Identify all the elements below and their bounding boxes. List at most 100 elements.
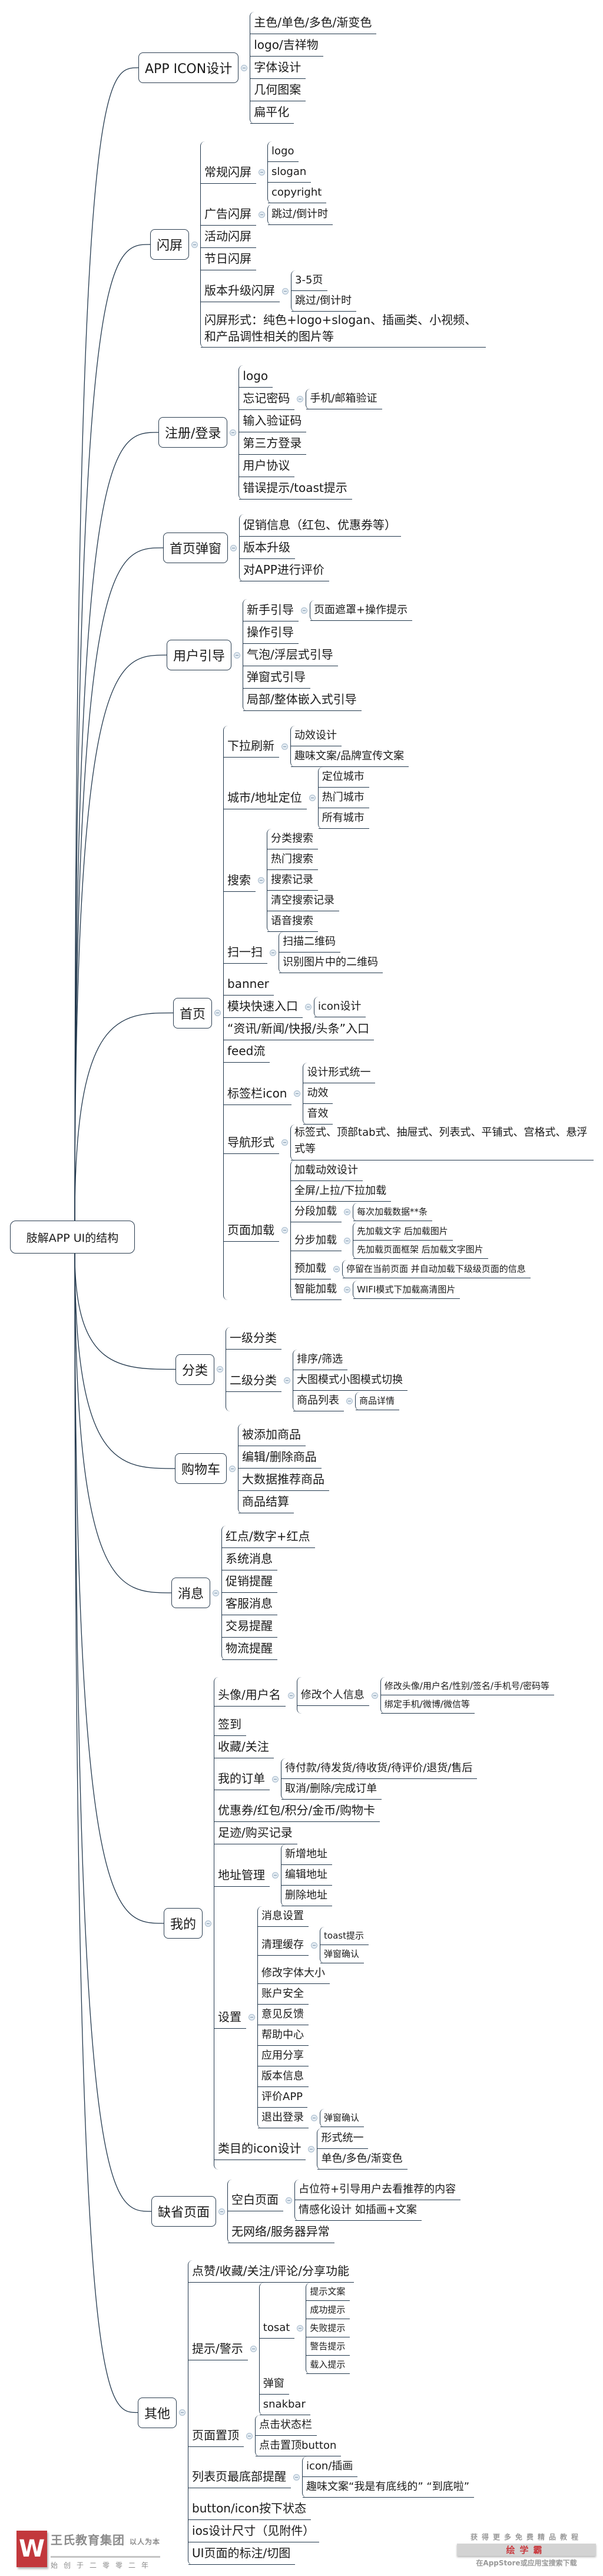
topic-label[interactable]: 用户协议 (239, 455, 295, 477)
topic-label[interactable]: 待付款/待发货/待收货/待评价/退货/售后 (281, 1758, 478, 1779)
topic-label[interactable]: 消息设置 (258, 1906, 309, 1927)
collapse-icon[interactable] (344, 1237, 351, 1244)
topic-label[interactable]: logo (239, 365, 273, 388)
branch-topic[interactable]: 首页弹窗 (163, 533, 228, 563)
topic-label[interactable]: icon设计 (314, 997, 366, 1017)
topic-label[interactable]: 局部/整体嵌入式引导 (243, 689, 362, 711)
topic-label[interactable]: 热门城市 (318, 788, 369, 808)
collapse-icon[interactable] (293, 2474, 300, 2481)
collapse-icon[interactable] (287, 1692, 294, 1699)
topic-label[interactable]: 足迹/购买记录 (214, 1822, 297, 1844)
topic-label[interactable]: 先加载页面框架 后加载文字图片 (353, 1241, 488, 1259)
collapse-icon[interactable] (179, 2409, 186, 2416)
collapse-icon[interactable] (234, 652, 241, 659)
collapse-icon[interactable] (229, 1465, 236, 1472)
branch-topic[interactable]: 分类 (175, 1354, 215, 1385)
topic-label[interactable]: 所有城市 (318, 808, 369, 829)
topic-label[interactable]: 交易提醒 (222, 1615, 278, 1638)
topic-label[interactable]: 意见反馈 (258, 2005, 309, 2025)
topic-label[interactable]: 标签式、顶部tab式、抽屉式、列表式、平铺式、宫格式、悬浮式等 (291, 1125, 594, 1160)
topic-label[interactable]: 红点/数字+红点 (222, 1526, 315, 1548)
topic-label[interactable]: 3-5页 (291, 270, 328, 291)
topic-label[interactable]: slogan (268, 162, 312, 183)
topic-label[interactable]: 版本信息 (258, 2066, 309, 2087)
topic-label[interactable]: ios设计尺寸（见附件） (188, 2520, 320, 2542)
topic-label[interactable]: 物流提醒 (222, 1638, 278, 1660)
topic-label[interactable]: 点赞/收藏/关注/评论/分享功能 (188, 2260, 354, 2283)
topic-label[interactable]: 分类搜索 (267, 829, 319, 849)
topic-label[interactable]: 热门搜索 (267, 849, 319, 870)
topic-label[interactable]: 促销提醒 (222, 1570, 278, 1593)
topic-label[interactable]: 点击置顶button (256, 2436, 342, 2456)
topic-label[interactable]: 帮助中心 (258, 2025, 309, 2046)
branch-topic[interactable]: 注册/登录 (158, 417, 228, 448)
collapse-icon[interactable] (214, 1010, 221, 1016)
topic-label[interactable]: 下拉刷新 (224, 735, 280, 758)
topic-label[interactable]: 单色/多色/渐变色 (317, 2149, 407, 2170)
topic-label[interactable]: 新手引导 (243, 599, 299, 621)
topic-label[interactable]: 评价APP (258, 2087, 308, 2108)
collapse-icon[interactable] (230, 544, 237, 551)
collapse-icon[interactable] (230, 429, 237, 436)
topic-label[interactable]: copyright (268, 183, 327, 203)
branch-topic[interactable]: 用户引导 (167, 640, 232, 670)
topic-label[interactable]: tosat (259, 2318, 295, 2339)
branch-topic[interactable]: 缺省页面 (151, 2196, 217, 2227)
topic-label[interactable]: 清空搜索记录 (267, 891, 340, 911)
topic-label[interactable]: 主色/单色/多色/渐变色 (250, 12, 377, 34)
topic-label[interactable]: 成功提示 (306, 2301, 350, 2319)
topic-label[interactable]: 标签栏icon (224, 1083, 292, 1105)
topic-label[interactable]: 情感化设计 如插画+文案 (295, 2200, 422, 2221)
topic-label[interactable]: 退出登录 (258, 2108, 309, 2128)
topic-label[interactable]: 常规闪屏 (201, 161, 257, 184)
collapse-icon[interactable] (301, 607, 308, 614)
topic-label[interactable]: 对APP进行评价 (240, 559, 329, 581)
topic-label[interactable]: 被添加商品 (238, 1424, 306, 1446)
topic-label[interactable]: 弹窗式引导 (243, 666, 311, 689)
topic-label[interactable]: 模块快速入口 (224, 996, 303, 1018)
collapse-icon[interactable] (258, 877, 265, 884)
root-topic[interactable]: 肢解APP UI的结构 (10, 1221, 135, 1254)
collapse-icon[interactable] (284, 1377, 291, 1384)
topic-label[interactable]: 趣味文案“我是有底线的” “到底啦” (303, 2477, 475, 2498)
collapse-icon[interactable] (272, 1775, 279, 1783)
collapse-icon[interactable] (333, 1266, 340, 1272)
topic-label[interactable]: 页面加载 (224, 1219, 280, 1242)
topic-label[interactable]: 扫一扫 (224, 941, 268, 964)
topic-label[interactable]: 页面置顶 (188, 2425, 244, 2447)
branch-topic[interactable]: 购物车 (175, 1453, 227, 1484)
topic-label[interactable]: 删除地址 (281, 1886, 333, 1906)
topic-label[interactable]: 版本升级 (240, 537, 296, 559)
topic-label[interactable]: toast提示 (320, 1927, 369, 1945)
branch-topic[interactable]: 我的 (164, 1908, 203, 1939)
topic-label[interactable]: 分段加载 (291, 1202, 342, 1222)
topic-label[interactable]: 无网络/服务器异常 (228, 2221, 334, 2243)
topic-label[interactable]: 排序/筛选 (293, 1350, 348, 1370)
topic-label[interactable]: 忘记密码 (239, 388, 295, 410)
topic-label[interactable]: 优惠券/红包/积分/金币/购物卡 (214, 1800, 380, 1822)
topic-label[interactable]: 大图模式小图模式切换 (293, 1370, 408, 1391)
topic-label[interactable]: 占位符+引导用户去看推荐的内容 (295, 2180, 461, 2200)
topic-label[interactable]: 清理缓存 (258, 1935, 309, 1956)
topic-label[interactable]: 广告闪屏 (201, 203, 257, 226)
collapse-icon[interactable] (371, 1692, 378, 1699)
topic-label[interactable]: 一级分类 (226, 1327, 282, 1350)
collapse-icon[interactable] (346, 1398, 353, 1404)
topic-label[interactable]: logo (268, 141, 299, 162)
topic-label[interactable]: 警告提示 (306, 2337, 350, 2356)
collapse-icon[interactable] (286, 2197, 293, 2204)
topic-label[interactable]: 编辑地址 (281, 1865, 333, 1886)
collapse-icon[interactable] (281, 1227, 289, 1234)
topic-label[interactable]: “资讯/新闻/快报/头条”入口 (224, 1018, 374, 1040)
topic-label[interactable]: 扫描二维码 (279, 932, 341, 953)
collapse-icon[interactable] (308, 2145, 315, 2152)
topic-label[interactable]: 设置 (214, 2006, 247, 2029)
topic-label[interactable]: 地址管理 (214, 1864, 270, 1887)
topic-label[interactable]: 第三方登录 (239, 432, 307, 455)
collapse-icon[interactable] (270, 949, 277, 956)
topic-label[interactable]: 先加载文字 后加载图片 (353, 1222, 453, 1241)
topic-label[interactable]: 账户安全 (258, 1984, 309, 2005)
topic-label[interactable]: 城市/地址定位 (224, 787, 307, 809)
topic-label[interactable]: 节日闪屏 (201, 248, 257, 270)
topic-label[interactable]: 语音搜索 (267, 911, 319, 932)
